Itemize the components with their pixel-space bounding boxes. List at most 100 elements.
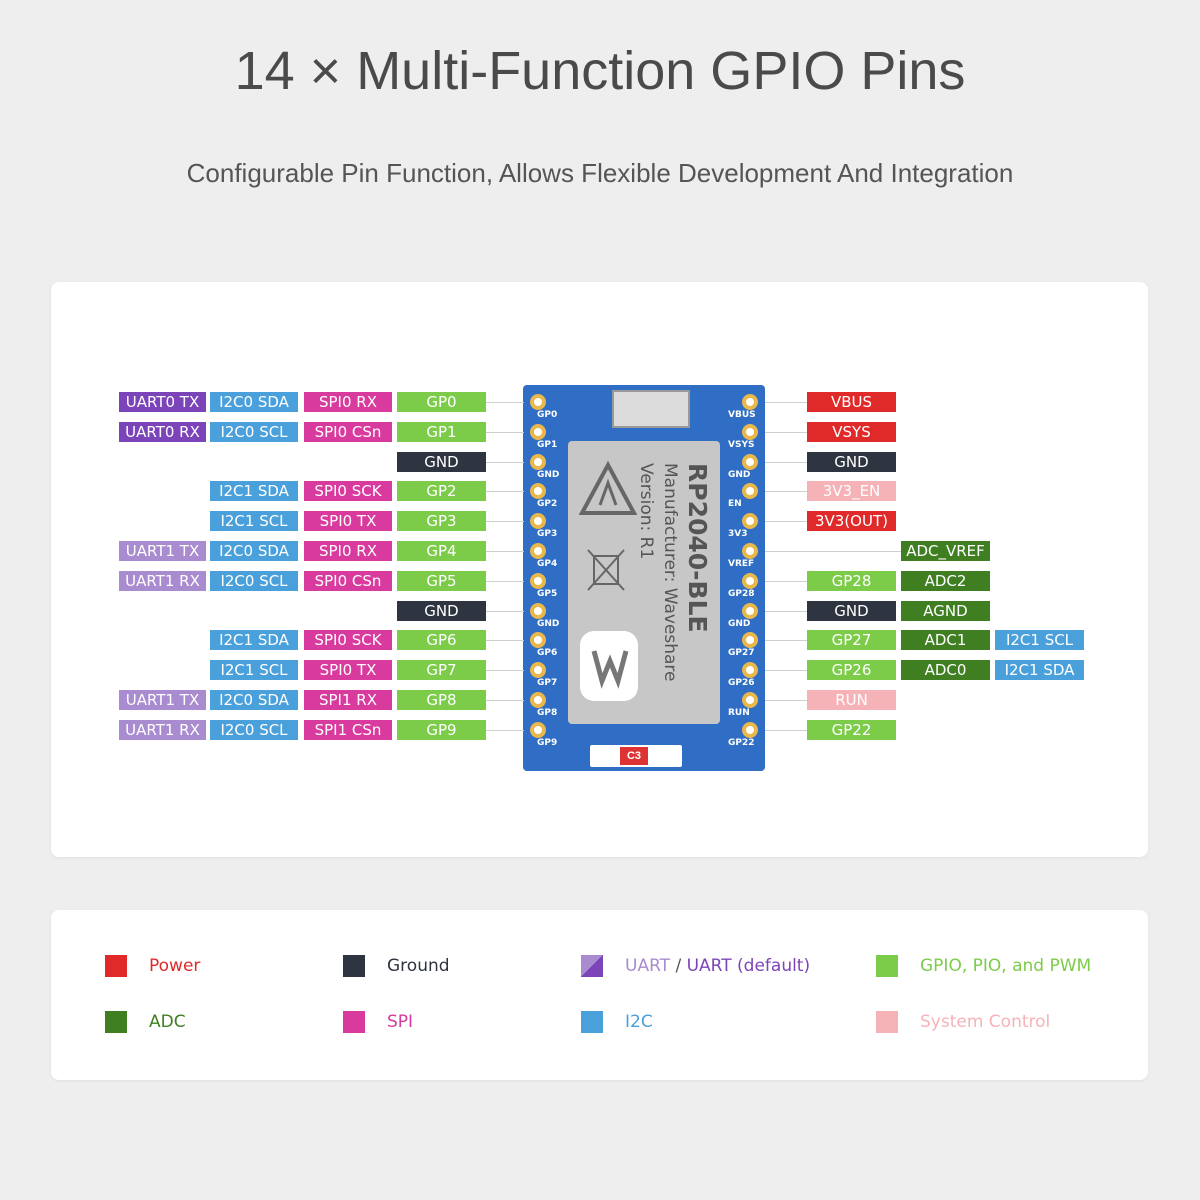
legend-swatch — [343, 1011, 365, 1033]
legend-label: ADC — [149, 1011, 186, 1033]
pin-leader-line — [486, 580, 524, 582]
silk-label: GP9 — [537, 737, 558, 748]
i2c-pin-label: I2C1 SCL — [995, 630, 1084, 651]
silk-label: EN — [728, 499, 742, 510]
silk-label: VSYS — [728, 439, 755, 450]
legend-label: UART / UART (default) — [625, 955, 810, 977]
pin-leader-line — [765, 491, 807, 493]
i2c-pin-label: I2C0 SDA — [210, 541, 298, 561]
board-pad — [742, 632, 758, 649]
pin-leader-line — [486, 640, 524, 642]
silk-label: GP27 — [728, 648, 755, 659]
pin-leader-line — [765, 670, 807, 672]
power-pin-label: VSYS — [807, 421, 896, 442]
legend-label-text: SPI — [387, 1012, 414, 1032]
silk-label: GND — [728, 469, 751, 480]
legend-label-text: System Control — [920, 1012, 1051, 1032]
silk-label: GP4 — [537, 559, 558, 569]
board-pad — [742, 662, 758, 679]
pin-leader-line — [486, 431, 524, 433]
spi-pin-label: SPI0 RX — [304, 392, 392, 412]
legend-label-default: UART (default) — [686, 956, 811, 976]
silk-label: 3V3 — [728, 529, 748, 540]
pin-leader-line — [486, 402, 524, 403]
pin-leader-line — [765, 640, 807, 642]
uart-pin-label: UART0 TX — [119, 392, 206, 412]
legend-label: I2C — [625, 1011, 653, 1033]
system-pin-label: RUN — [807, 690, 896, 710]
silk-label: GP0 — [537, 410, 558, 420]
uart-pin-label: UART1 RX — [119, 719, 206, 740]
spi-pin-label: SPI0 CSn — [304, 570, 392, 591]
ground-pin-label: GND — [807, 451, 896, 472]
weee-bin-icon — [587, 549, 625, 591]
board-pad — [742, 692, 758, 708]
silk-label: GND — [728, 618, 751, 629]
i2c-pin-label: I2C0 SDA — [210, 392, 298, 412]
power-pin-label: VBUS — [807, 392, 896, 412]
legend-label: System Control — [920, 1011, 1050, 1033]
board-pad — [742, 572, 758, 589]
board-pad — [530, 572, 546, 589]
silk-label: VBUS — [728, 410, 756, 420]
ground-pin-label: GND — [397, 600, 486, 621]
spi-pin-label: SPI0 RX — [304, 541, 392, 561]
pin-leader-line — [765, 551, 901, 552]
adc-pin-label: ADC0 — [901, 660, 990, 681]
i2c-pin-label: I2C0 SCL — [210, 421, 298, 442]
board-pad — [742, 394, 758, 410]
uart-pin-label: UART1 TX — [119, 541, 206, 561]
pin-leader-line — [765, 700, 807, 701]
module-version: Version: R1 — [636, 463, 656, 560]
gpio-pin-label: GP7 — [397, 660, 486, 681]
gpio-pin-label: GP28 — [807, 570, 896, 591]
board-pad — [530, 662, 546, 679]
gpio-pin-label: GP0 — [397, 392, 486, 412]
board-pad — [530, 543, 546, 559]
board-pad — [742, 453, 758, 470]
spi-pin-label: SPI0 SCK — [304, 630, 392, 651]
legend-label-text: Ground — [387, 956, 450, 976]
silk-label: GP3 — [537, 529, 558, 540]
legend-label-text: UART — [625, 956, 671, 976]
pin-leader-line — [765, 729, 807, 731]
legend-label: Power — [149, 955, 200, 977]
spi-pin-label: SPI1 CSn — [304, 719, 392, 740]
legend-label: SPI — [387, 1011, 413, 1033]
adc-pin-label: ADC_VREF — [901, 541, 990, 561]
pin-leader-line — [486, 729, 524, 731]
legend-swatch — [343, 955, 365, 977]
i2c-pin-label: I2C1 SDA — [210, 630, 298, 651]
board-pad — [530, 632, 546, 649]
gpio-pin-label: GP9 — [397, 719, 486, 740]
gpio-pin-label: GP1 — [397, 421, 486, 442]
board-pad — [742, 513, 758, 530]
spi-pin-label: SPI0 SCK — [304, 481, 392, 502]
pin-leader-line — [486, 551, 524, 552]
silk-label: GP8 — [537, 708, 558, 718]
capacitor-area: C3 — [590, 745, 682, 767]
silk-label: GP2 — [537, 499, 558, 510]
legend-swatch — [105, 1011, 127, 1033]
silk-label: GP1 — [537, 439, 558, 450]
silk-label: RUN — [728, 708, 750, 718]
board-pad — [742, 423, 758, 440]
board-pad — [742, 483, 758, 500]
legend-swatch — [581, 955, 603, 977]
capacitor-label: C3 — [620, 747, 648, 765]
adc-pin-label: ADC2 — [901, 570, 990, 591]
esd-warning-icon — [578, 461, 638, 515]
silk-label: VREF — [728, 559, 755, 569]
board-pad — [530, 692, 546, 708]
pin-leader-line — [486, 700, 524, 701]
board-pad — [530, 423, 546, 440]
i2c-pin-label: I2C1 SCL — [210, 511, 298, 532]
adc-pin-label: ADC1 — [901, 630, 990, 651]
legend-label: GPIO, PIO, and PWM — [920, 955, 1091, 977]
module-title: RP2040-BLE — [683, 463, 712, 633]
gpio-pin-label: GP8 — [397, 690, 486, 710]
i2c-pin-label: I2C1 SDA — [210, 481, 298, 502]
legend-panel — [51, 910, 1148, 1080]
board-pad — [530, 394, 546, 410]
pin-leader-line — [765, 461, 807, 463]
